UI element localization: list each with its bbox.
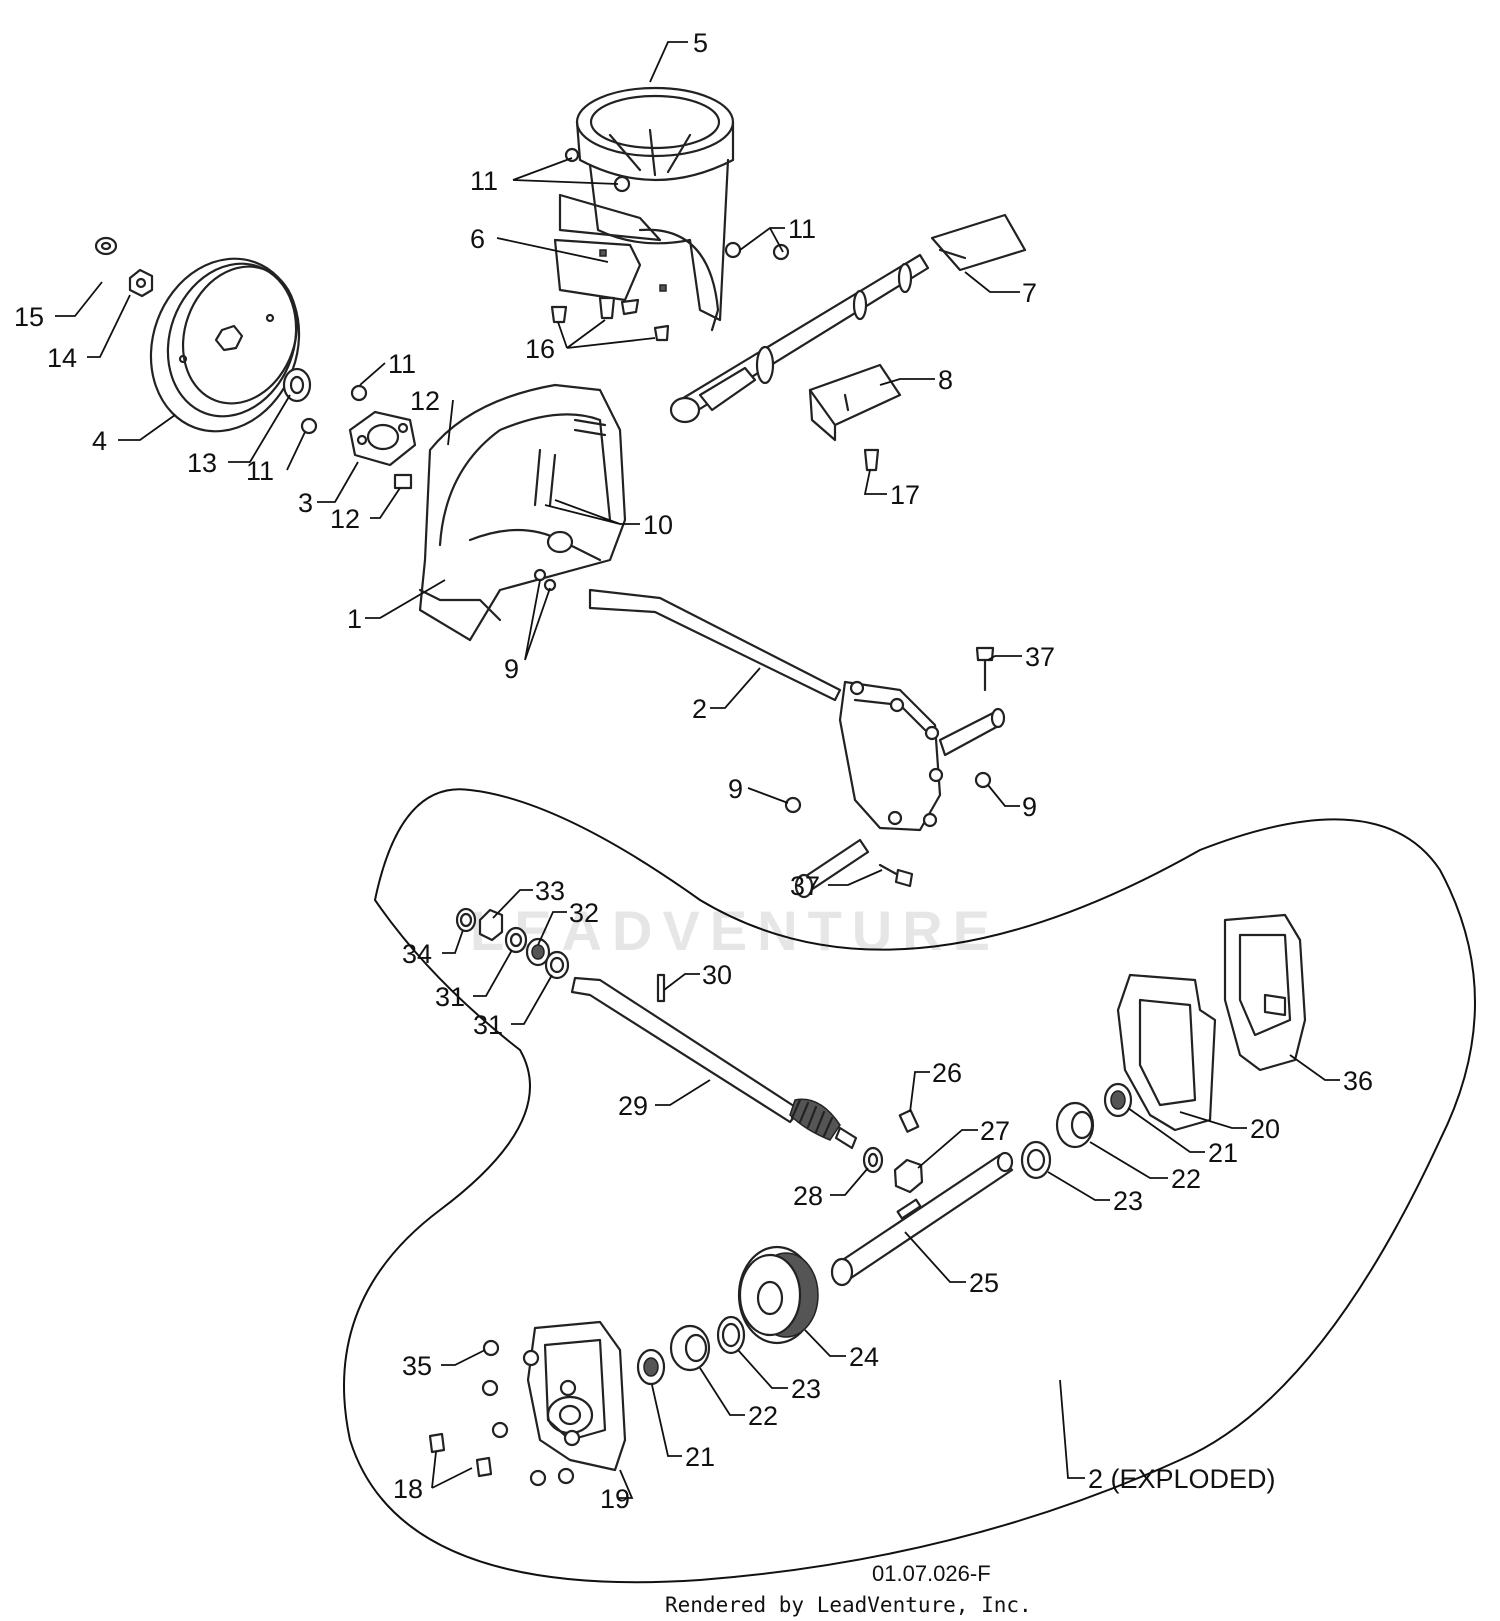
- callout-32: 32: [569, 898, 599, 928]
- part-screw-17: [863, 448, 880, 472]
- part-seal-21b: [636, 1348, 666, 1386]
- part-washer-28: [862, 1146, 884, 1174]
- part-crank-bracket: [808, 363, 902, 442]
- callout-17: 17: [890, 480, 920, 510]
- part-bushing-22a: [1055, 1101, 1095, 1149]
- callout-18: 18: [393, 1474, 423, 1504]
- callout-16: 16: [525, 334, 555, 364]
- callout-3: 3: [298, 488, 313, 518]
- callout-labels: 5 11 6 11 7 15 14 16 11 8 12 4 13 11 3 1…: [14, 28, 1373, 1514]
- callout-12: 12: [330, 504, 360, 534]
- callout-31: 31: [435, 982, 465, 1012]
- part-gasket-20: [1116, 973, 1217, 1132]
- callout-9: 9: [728, 774, 743, 804]
- callout-21: 21: [685, 1442, 715, 1472]
- callout-11: 11: [788, 214, 816, 244]
- part-nut-left: [300, 384, 368, 435]
- callout-20: 20: [1250, 1114, 1280, 1144]
- callout-37: 37: [790, 871, 820, 901]
- part-auger-housing: [418, 383, 627, 642]
- callout-36: 36: [1343, 1066, 1373, 1096]
- callout-33: 33: [535, 876, 565, 906]
- callout-14: 14: [47, 343, 77, 373]
- render-credit: Rendered by LeadVenture, Inc.: [665, 1593, 1032, 1617]
- part-bearing-flange: [348, 410, 417, 467]
- part-gearbox-19: [526, 1320, 627, 1472]
- part-chute-crank: [669, 213, 1027, 424]
- callout-11: 11: [246, 456, 274, 486]
- callout-13: 13: [187, 448, 217, 478]
- callout-12: 12: [410, 386, 440, 416]
- part-seal-32: [525, 937, 551, 967]
- part-bushing-27: [893, 1158, 924, 1194]
- callout-21: 21: [1208, 1138, 1238, 1168]
- part-washer-15: [94, 236, 118, 256]
- callout-5: 5: [693, 28, 708, 58]
- callout-25: 25: [969, 1268, 999, 1298]
- exploded-label: 2 (EXPLODED): [1088, 1464, 1276, 1494]
- callout-34: 34: [402, 939, 432, 969]
- callout-7: 7: [1022, 278, 1037, 308]
- callout-30: 30: [702, 960, 732, 990]
- part-bolts-37: [878, 646, 995, 888]
- callout-1: 1: [347, 604, 362, 634]
- part-washer-23a: [1020, 1140, 1052, 1180]
- part-gearbox-36: [1223, 913, 1307, 1072]
- part-washer-31a: [504, 926, 528, 954]
- exploded-view-outline: [343, 788, 1476, 1584]
- part-auger-shaft: [588, 588, 1006, 899]
- part-washer-23b: [716, 1315, 746, 1355]
- callout-22: 22: [1171, 1164, 1201, 1194]
- part-seal-21a: [1103, 1082, 1133, 1118]
- part-hub-13: [282, 367, 312, 403]
- part-output-shaft: [830, 1151, 1014, 1287]
- callout-4: 4: [92, 426, 107, 456]
- callout-29: 29: [618, 1091, 648, 1121]
- part-carriage-bolts: [550, 296, 670, 342]
- callout-10: 10: [643, 510, 673, 540]
- callout-11: 11: [470, 166, 498, 196]
- part-screws-35: [481, 1339, 581, 1487]
- part-worm-shaft: [570, 976, 858, 1150]
- callout-11: 11: [388, 349, 416, 379]
- part-nut-14: [128, 268, 154, 298]
- part-washer-34: [455, 907, 477, 933]
- part-key-26: [898, 1109, 920, 1133]
- callout-19: 19: [600, 1484, 630, 1514]
- callout-9: 9: [1022, 792, 1037, 822]
- part-plugs-18: [428, 1432, 493, 1478]
- callout-24: 24: [849, 1342, 879, 1372]
- callout-37: 37: [1025, 642, 1055, 672]
- callout-26: 26: [932, 1058, 962, 1088]
- part-washer-31b: [544, 950, 570, 980]
- leader-lines: [55, 41, 1340, 1499]
- callout-6: 6: [470, 224, 485, 254]
- callout-31: 31: [473, 1010, 503, 1040]
- part-nut-chute-right: [724, 241, 790, 261]
- part-chute-bracket: [553, 193, 720, 332]
- part-pin-30: [656, 973, 666, 1003]
- callout-15: 15: [14, 302, 44, 332]
- callout-23: 23: [1113, 1186, 1143, 1216]
- callout-2: 2: [692, 694, 707, 724]
- part-bushing-22b: [669, 1324, 711, 1372]
- callout-8: 8: [938, 365, 953, 395]
- callout-28: 28: [793, 1181, 823, 1211]
- drawing-code: 01.07.026-F: [872, 1561, 991, 1586]
- part-worm-gear: [737, 1245, 819, 1345]
- callout-35: 35: [402, 1351, 432, 1381]
- callout-23: 23: [791, 1374, 821, 1404]
- callout-27: 27: [980, 1116, 1010, 1146]
- part-nuts-9: [784, 771, 992, 814]
- part-pulley: [149, 257, 301, 433]
- part-discharge-chute: [564, 86, 735, 322]
- part-bushing-33: [478, 908, 504, 942]
- callout-9: 9: [504, 654, 519, 684]
- callout-22: 22: [748, 1401, 778, 1431]
